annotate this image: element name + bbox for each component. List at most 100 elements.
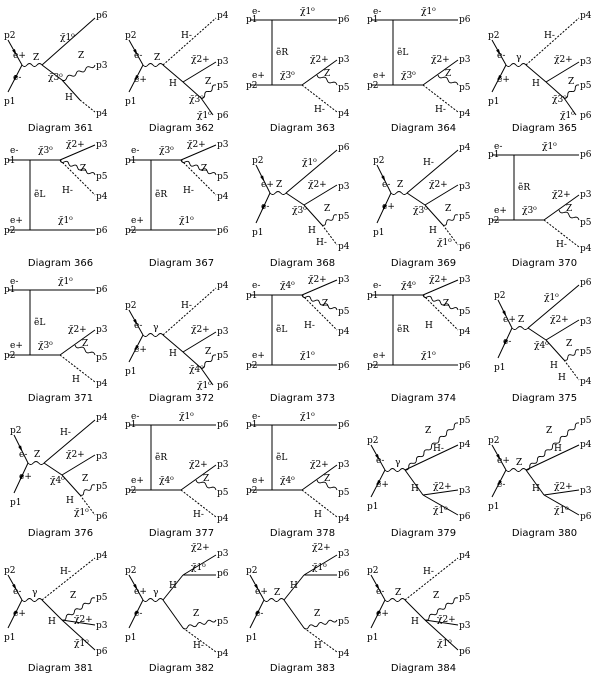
label-o4n: H-	[193, 641, 204, 651]
label-o2a: Z	[78, 51, 84, 61]
label-in_bot: e+	[131, 476, 144, 486]
label-p_top: p1	[125, 156, 137, 166]
label-p_bot: p1	[494, 363, 506, 373]
label-o4: p5	[338, 212, 350, 222]
label-o2n: χ̃2+	[191, 324, 210, 335]
label-o2n: χ̃2+	[189, 459, 208, 470]
label-o2n: χ̃2+	[68, 324, 87, 335]
label-p_top: p2	[125, 301, 137, 311]
z-propagator	[390, 191, 408, 195]
label-p_top: p2	[367, 436, 379, 446]
label-o1n: H-	[181, 301, 192, 311]
label-o4n: H	[425, 321, 433, 331]
scalar-line	[404, 557, 459, 601]
fermion-line	[285, 192, 305, 206]
label-o5n: χ̃1⁰	[437, 237, 452, 248]
label-o2: p3	[338, 460, 350, 470]
label-o2n: χ̃2+	[310, 54, 329, 65]
label-o1: p6	[338, 143, 350, 153]
label-o2a: χ̃2+	[191, 54, 210, 65]
label-o3n: Z	[80, 164, 86, 174]
label-p_bot: p1	[125, 367, 137, 377]
label-in_top: e-	[252, 412, 260, 422]
arrow-marker	[254, 584, 259, 591]
label-o3n: Z	[445, 69, 451, 79]
label-o2: p5	[96, 593, 108, 603]
photon-propagator	[505, 63, 527, 67]
label-prop: Z	[154, 53, 160, 63]
label-o2: p3	[217, 140, 229, 150]
label-t2: χ̃3⁰	[401, 70, 416, 81]
fermion-line	[404, 469, 424, 496]
label-o2: p3	[459, 182, 471, 192]
label-h: H	[308, 226, 316, 236]
label-t1: ẽR	[276, 47, 288, 58]
label-o4n: H-	[183, 186, 194, 196]
label-o2: p4	[580, 440, 592, 450]
label-o2: p3	[96, 452, 108, 462]
diagram-caption: Diagram 380	[511, 528, 578, 539]
label-p_top: p2	[494, 291, 506, 301]
fermion-line	[543, 489, 580, 496]
label-o1: p4	[96, 413, 108, 423]
label-h: H	[290, 581, 298, 591]
label-o1: p4	[459, 143, 471, 153]
label-o3n: χ̃2+	[433, 481, 452, 492]
label-e_bot: e-	[134, 609, 142, 619]
label-o3: p5	[338, 307, 350, 317]
boson-wave-line	[301, 294, 338, 311]
label-o2: p6	[217, 569, 229, 579]
label-o2: p3	[96, 325, 108, 335]
label-p_top: p1	[125, 420, 137, 430]
arrow-marker	[503, 339, 508, 347]
label-t2: χ̃3⁰	[280, 70, 295, 81]
label-o1n: χ̃1⁰	[544, 292, 559, 303]
label-o1n: χ̃4⁰	[401, 280, 416, 291]
label-h: H	[550, 361, 558, 371]
scalar-line	[162, 17, 217, 66]
fermion-line	[162, 334, 184, 353]
arrow-marker	[382, 204, 387, 212]
label-t2: χ̃1⁰	[421, 350, 436, 361]
label-o2n: χ̃2+	[66, 449, 85, 460]
label-prop: Z	[276, 180, 282, 190]
label-t1: ẽL	[276, 324, 287, 335]
label-o2n: χ̃2+	[310, 459, 329, 470]
photon-propagator	[142, 598, 164, 602]
label-prop: Z	[518, 315, 524, 325]
fermion-line	[61, 454, 96, 476]
label-o2: χ̃3⁰	[48, 72, 63, 83]
fermion-line	[41, 17, 96, 66]
label-o3: p3	[580, 486, 592, 496]
label-o2: p3	[338, 182, 350, 192]
arrow-marker	[376, 480, 381, 487]
boson-wave-line	[180, 159, 217, 176]
label-o1n: H-	[544, 31, 555, 41]
label-e_top: e+	[255, 587, 268, 597]
scalar-line	[422, 294, 459, 331]
label-o4n: H-	[62, 186, 73, 196]
label-p_top: p1	[367, 15, 379, 25]
label-p_bot: p1	[367, 633, 379, 643]
label-o5: p6	[96, 512, 108, 522]
boson-wave-line	[74, 344, 96, 356]
label-in_bot: e+	[252, 476, 265, 486]
label-o5: p6	[338, 361, 350, 371]
arrow-marker	[133, 49, 138, 56]
fermion-line	[525, 64, 547, 83]
boson-wave-line	[321, 214, 338, 226]
label-o4n: H-	[314, 105, 325, 115]
diagram-caption: Diagram 382	[148, 663, 215, 674]
label-t2: χ̃4⁰	[159, 475, 174, 486]
label-prop: Z	[516, 458, 522, 468]
